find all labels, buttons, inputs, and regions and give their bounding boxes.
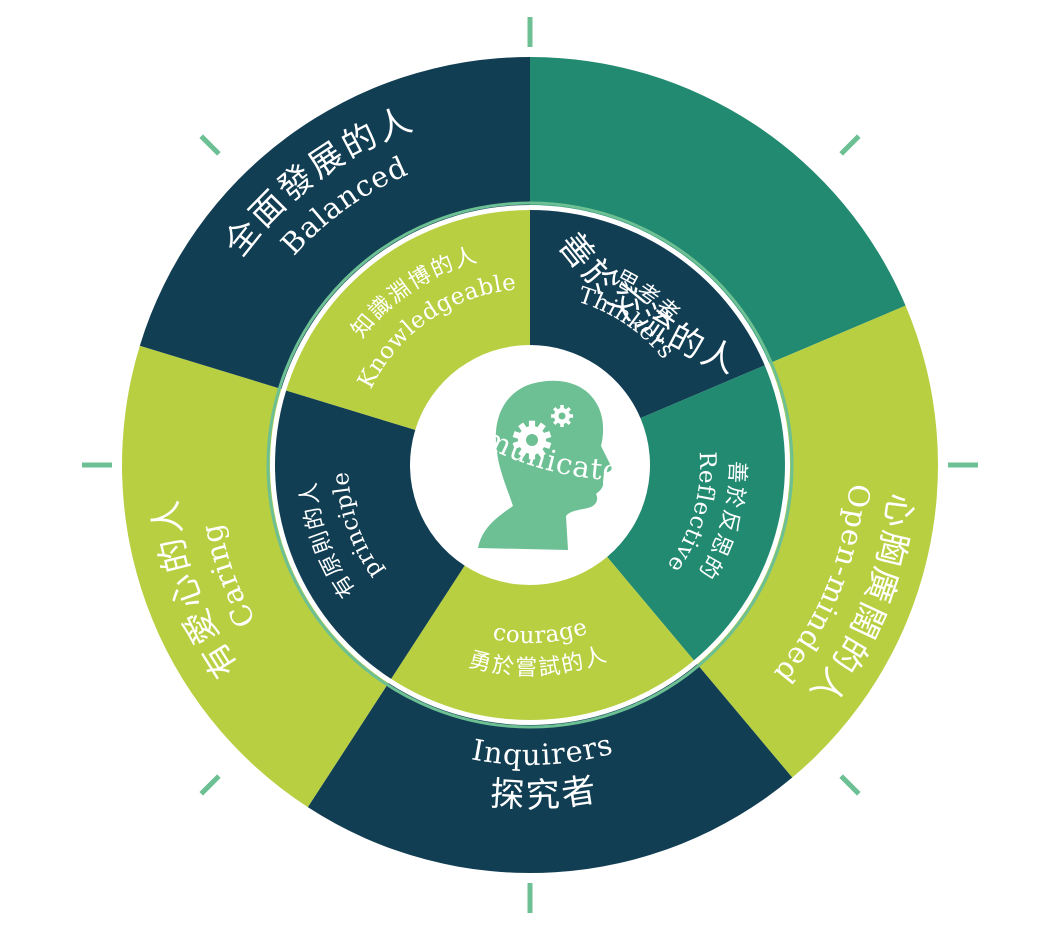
head-with-gears-icon [478,380,612,550]
outer-tick-marks [82,17,978,913]
outer-segment [139,57,531,389]
ring-separator-line [266,201,794,729]
outer-segment [121,345,389,808]
inner-segment [286,210,530,430]
inner-segment [530,210,765,419]
outer-segment [530,57,906,364]
inner-segment [391,556,694,720]
outer-segment [697,305,938,778]
inner-ring [275,210,785,720]
inner-segment [607,365,785,661]
tick-mark [839,134,861,156]
outer-segment [307,664,793,874]
inner-segment [275,390,465,679]
tick-mark [199,774,221,796]
tick-mark [199,134,221,156]
outer-label-zh: 探究者 [489,770,602,817]
outer-ring [121,57,938,874]
tick-mark [839,774,861,796]
